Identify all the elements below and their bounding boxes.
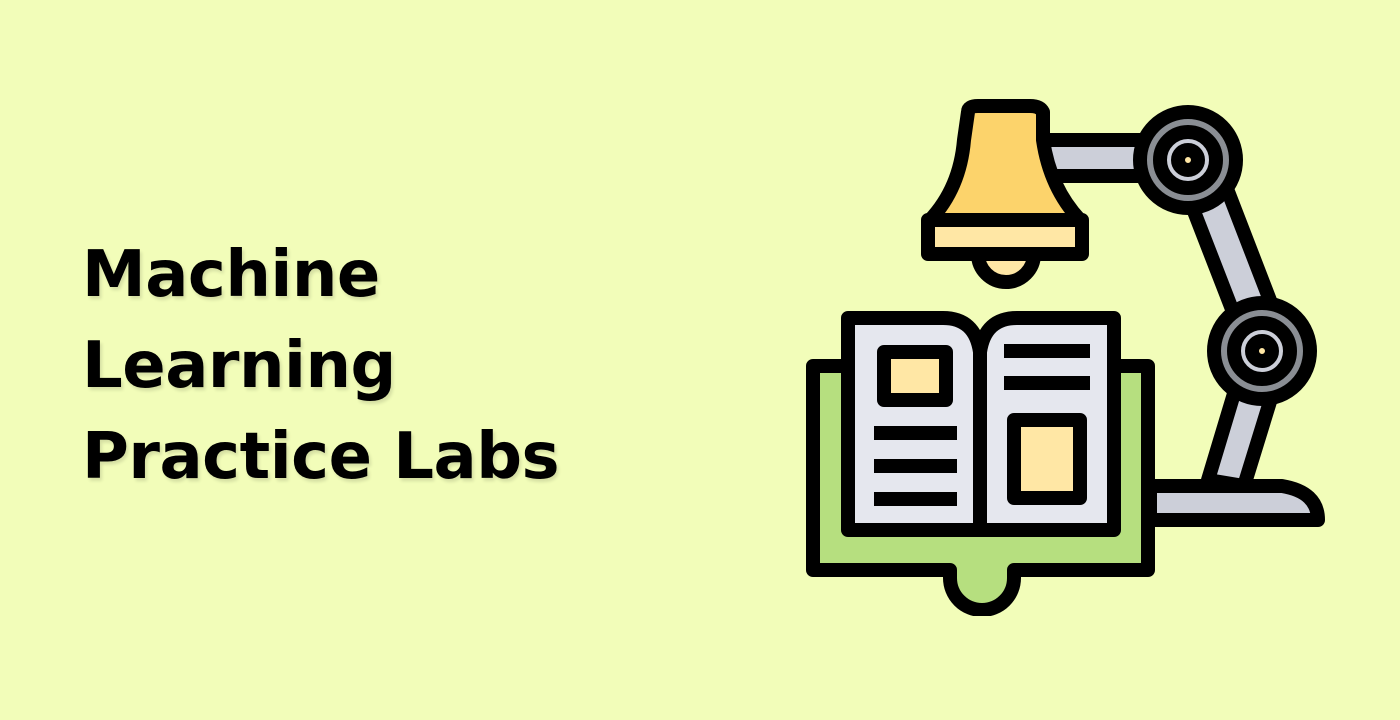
banner-title: Machine Learning Practice Labs (82, 230, 560, 503)
arm-joint-top-center (1171, 143, 1205, 177)
book-left-image (877, 345, 953, 407)
title-line-1: Machine (82, 238, 380, 312)
text-line-left-2 (874, 459, 957, 473)
title-line-3: Practice Labs (82, 420, 560, 494)
lamp-shade (923, 99, 1087, 227)
text-line-left-1 (874, 426, 957, 440)
title-line-2: Learning (82, 329, 396, 403)
lamp-base (1143, 479, 1325, 527)
robot-arm-lamp-reading-book-icon (806, 99, 1325, 616)
text-line-right-1 (1004, 344, 1090, 358)
book-text-lines (874, 344, 1090, 506)
lamp-shade-rim (921, 213, 1089, 261)
arm-joint-middle-center (1245, 334, 1279, 368)
book-right-image (1007, 413, 1087, 505)
text-line-right-2 (1004, 376, 1090, 390)
text-line-left-3 (874, 492, 957, 506)
